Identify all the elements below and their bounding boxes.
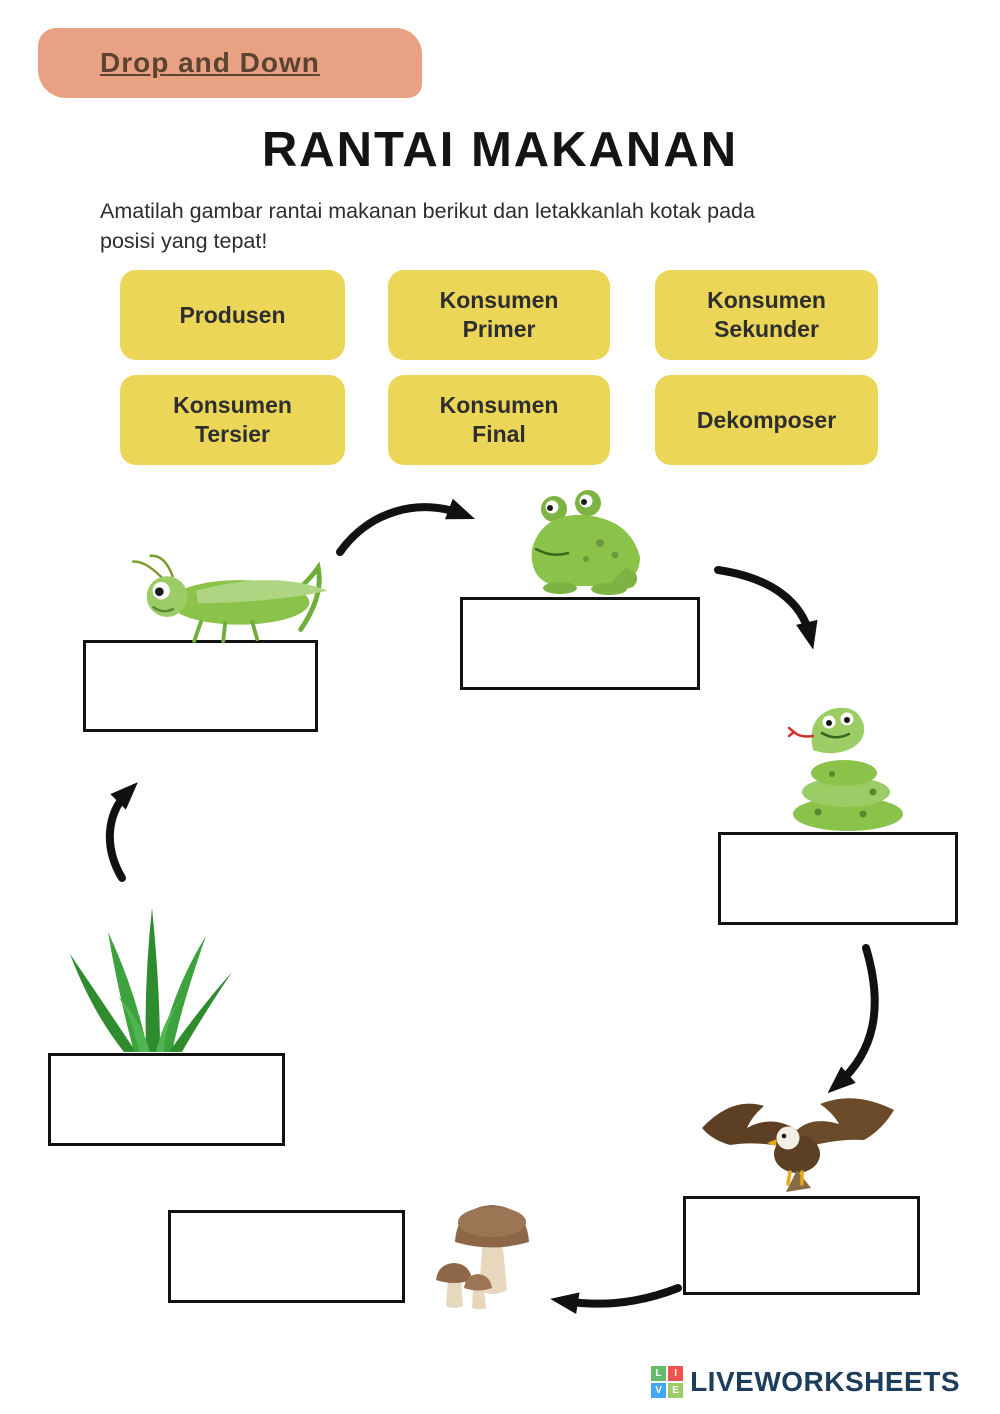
mushroom-icon — [436, 1205, 529, 1310]
arrow-eagle-to-mushrooms — [550, 1284, 682, 1315]
arrow-frog-to-snake — [714, 566, 818, 650]
logo-square-l: L — [651, 1366, 667, 1381]
arrow-grass-to-grasshopper — [105, 782, 138, 882]
chip-label: Konsumen Sekunder — [707, 287, 826, 342]
grasshopper-image — [125, 552, 335, 644]
drag-chip-dekomposer[interactable]: Dekomposer — [655, 375, 878, 465]
dropzone-grasshopper[interactable] — [83, 640, 318, 732]
drag-chip-konsumen-primer[interactable]: Konsumen Primer — [388, 270, 610, 360]
frog-image — [514, 487, 650, 597]
eagle-image — [700, 1088, 896, 1198]
logo-square-e: E — [668, 1383, 684, 1398]
chip-label: Konsumen Tersier — [173, 392, 292, 447]
instructions-text: Amatilah gambar rantai makanan berikut d… — [100, 199, 755, 254]
liveworksheets-logo-icon: L I V E — [651, 1366, 684, 1398]
chip-label: Konsumen Final — [439, 392, 559, 447]
page-title: RANTAI MAKANAN — [261, 123, 739, 177]
frog-icon — [531, 490, 640, 595]
snake-icon — [788, 707, 903, 831]
grass-image — [62, 892, 238, 1055]
drag-chip-konsumen-sekunder[interactable]: Konsumen Sekunder — [655, 270, 878, 360]
dropzone-mushrooms[interactable] — [168, 1210, 405, 1303]
snake-image — [788, 688, 906, 833]
grass-icon — [70, 908, 232, 1052]
chip-label: Dekomposer — [696, 406, 837, 433]
drag-chip-konsumen-tersier[interactable]: Konsumen Tersier — [120, 375, 345, 465]
drag-chip-produsen[interactable]: Produsen — [120, 270, 345, 360]
dropzone-frog[interactable] — [460, 597, 700, 690]
eagle-icon — [702, 1098, 894, 1192]
dropzone-eagle[interactable] — [683, 1196, 920, 1295]
mushrooms-image — [427, 1194, 543, 1312]
chip-label: Produsen — [179, 301, 286, 328]
badge-label: Drop and Down — [100, 47, 320, 78]
grasshopper-icon — [132, 554, 328, 644]
dropzone-grass[interactable] — [48, 1053, 285, 1146]
worksheet-badge: Drop and Down — [38, 28, 422, 98]
logo-square-v: V — [651, 1383, 667, 1398]
arrow-grasshopper-to-frog — [336, 498, 476, 556]
chip-label: Konsumen Primer — [439, 287, 559, 342]
drag-chip-konsumen-final[interactable]: Konsumen Final — [388, 375, 610, 465]
logo-square-i: I — [668, 1366, 684, 1381]
brand-text: LIVEWORKSHEETS — [690, 1366, 960, 1397]
arrow-snake-to-eagle — [827, 944, 879, 1094]
dropzone-snake[interactable] — [718, 832, 958, 925]
liveworksheets-logo[interactable]: L I V E LIVEWORKSHEETS — [651, 1366, 960, 1398]
